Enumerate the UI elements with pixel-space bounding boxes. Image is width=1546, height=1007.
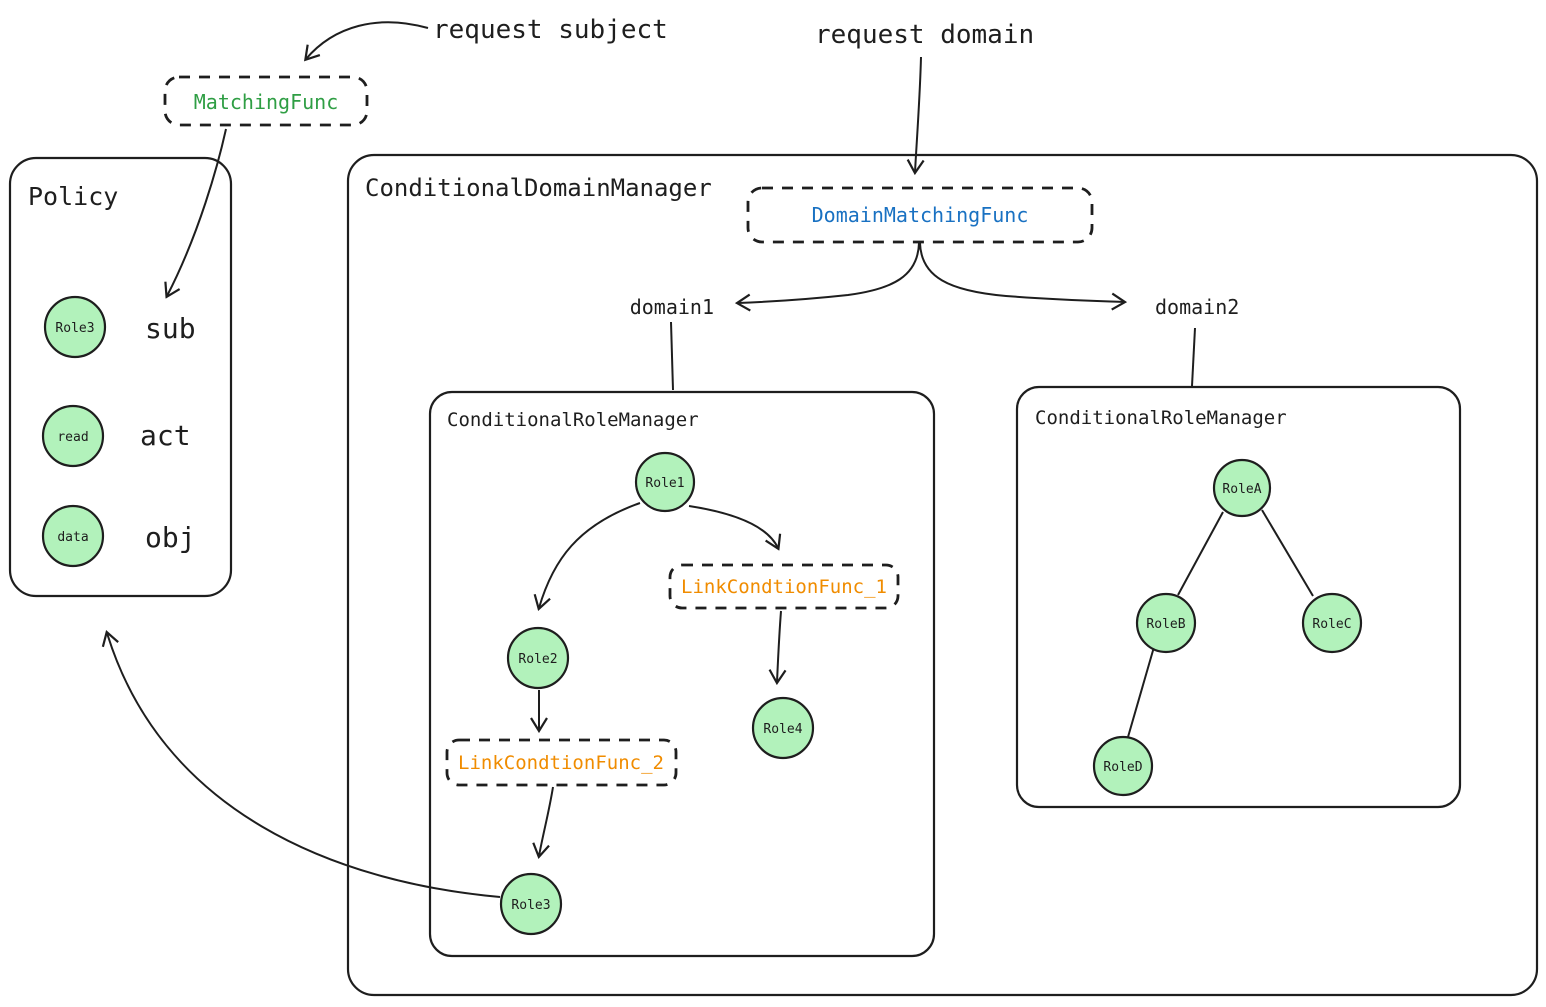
node-role1 (634, 451, 696, 513)
node-role3-label: Role3 (511, 898, 550, 913)
conditional-domain-manager-box (346, 153, 1539, 997)
arrow-link-condition-func-2-to-role3 (539, 786, 554, 856)
node-roleb-label: RoleB (1146, 617, 1185, 632)
arrow-role3-to-policy (107, 633, 501, 898)
matching-func-box (163, 75, 369, 127)
arrow-matching-func-to-policy-sub (167, 128, 227, 296)
edge-rolea-to-rolec (1261, 509, 1314, 597)
link-condition-func-2-box (445, 738, 678, 787)
arrow-domain-matching-func-to-domain2 (919, 242, 1124, 302)
node-roled (1092, 735, 1154, 797)
node-role4-label: Role4 (763, 722, 802, 737)
domain1-label: domain1 (630, 295, 714, 319)
policy-box (8, 156, 233, 598)
role-manager-domain2: ConditionalRoleManager RoleA RoleB RoleC… (1015, 385, 1462, 809)
node-rolea-label: RoleA (1222, 482, 1261, 497)
policy-node-read (41, 404, 105, 468)
domain-matching-func-label: DomainMatchingFunc (812, 203, 1029, 227)
node-roled-label: RoleD (1103, 760, 1142, 775)
arrow-request-subject-to-matching-func (306, 21, 429, 59)
matching-func-label: MatchingFunc (194, 90, 339, 114)
arrow-request-domain-to-domain-matching-func (915, 56, 921, 172)
node-role1-label: Role1 (645, 476, 684, 491)
matching-func: MatchingFunc (163, 75, 369, 296)
role-manager-domain1-title: ConditionalRoleManager (447, 409, 699, 431)
edge-rolea-to-roleb (1177, 511, 1224, 596)
edge-roleb-to-roled (1127, 646, 1155, 738)
policy-node-read-label: read (57, 430, 88, 445)
arrow-link-condition-func-1-to-role4 (777, 610, 781, 682)
node-rolea (1212, 458, 1272, 518)
conditional-domain-manager-title: ConditionalDomainManager (365, 174, 712, 202)
arrow-role1-to-role2 (539, 502, 641, 608)
node-role2-label: Role2 (518, 652, 557, 667)
edge-domain1-to-role-manager (670, 321, 674, 391)
top-annotations: request subject request domain (306, 15, 1034, 172)
policy-section: Policy Role3 sub read act data obj (8, 156, 233, 598)
domain2-label: domain2 (1155, 295, 1239, 319)
role-manager-domain1: ConditionalRoleManager Role1 LinkCondtio… (428, 390, 936, 958)
node-rolec (1301, 592, 1363, 654)
policy-node-role3-label: Role3 (55, 321, 94, 336)
link-condition-func-1-label: LinkCondtionFunc_1 (681, 576, 887, 598)
arrow-domain-matching-func-to-domain1 (738, 242, 920, 303)
node-rolec-label: RoleC (1312, 617, 1351, 632)
node-role2 (506, 626, 570, 690)
policy-node-role3 (43, 295, 107, 359)
domain-matching-func-box (746, 186, 1094, 244)
edge-domain2-to-role-manager (1191, 327, 1196, 387)
policy-label-obj: obj (145, 521, 196, 554)
role-manager-domain1-box (428, 390, 936, 958)
link-condition-func-1-box (668, 563, 900, 610)
policy-title: Policy (28, 182, 118, 211)
role-manager-domain2-box (1015, 385, 1462, 809)
policy-label-act: act (140, 419, 191, 452)
node-roleb (1135, 592, 1197, 654)
node-role3 (499, 872, 563, 936)
role-manager-domain2-title: ConditionalRoleManager (1035, 407, 1287, 429)
request-domain-label: request domain (815, 20, 1034, 50)
conditional-domain-manager: ConditionalDomainManager DomainMatchingF… (346, 153, 1539, 997)
policy-label-sub: sub (145, 312, 196, 345)
node-role4 (751, 696, 815, 760)
request-subject-label: request subject (433, 15, 668, 45)
arrow-role1-to-link-condition-func-1 (688, 505, 778, 548)
policy-node-data (41, 504, 105, 568)
link-condition-func-2-label: LinkCondtionFunc_2 (458, 752, 664, 774)
policy-node-data-label: data (57, 530, 88, 545)
